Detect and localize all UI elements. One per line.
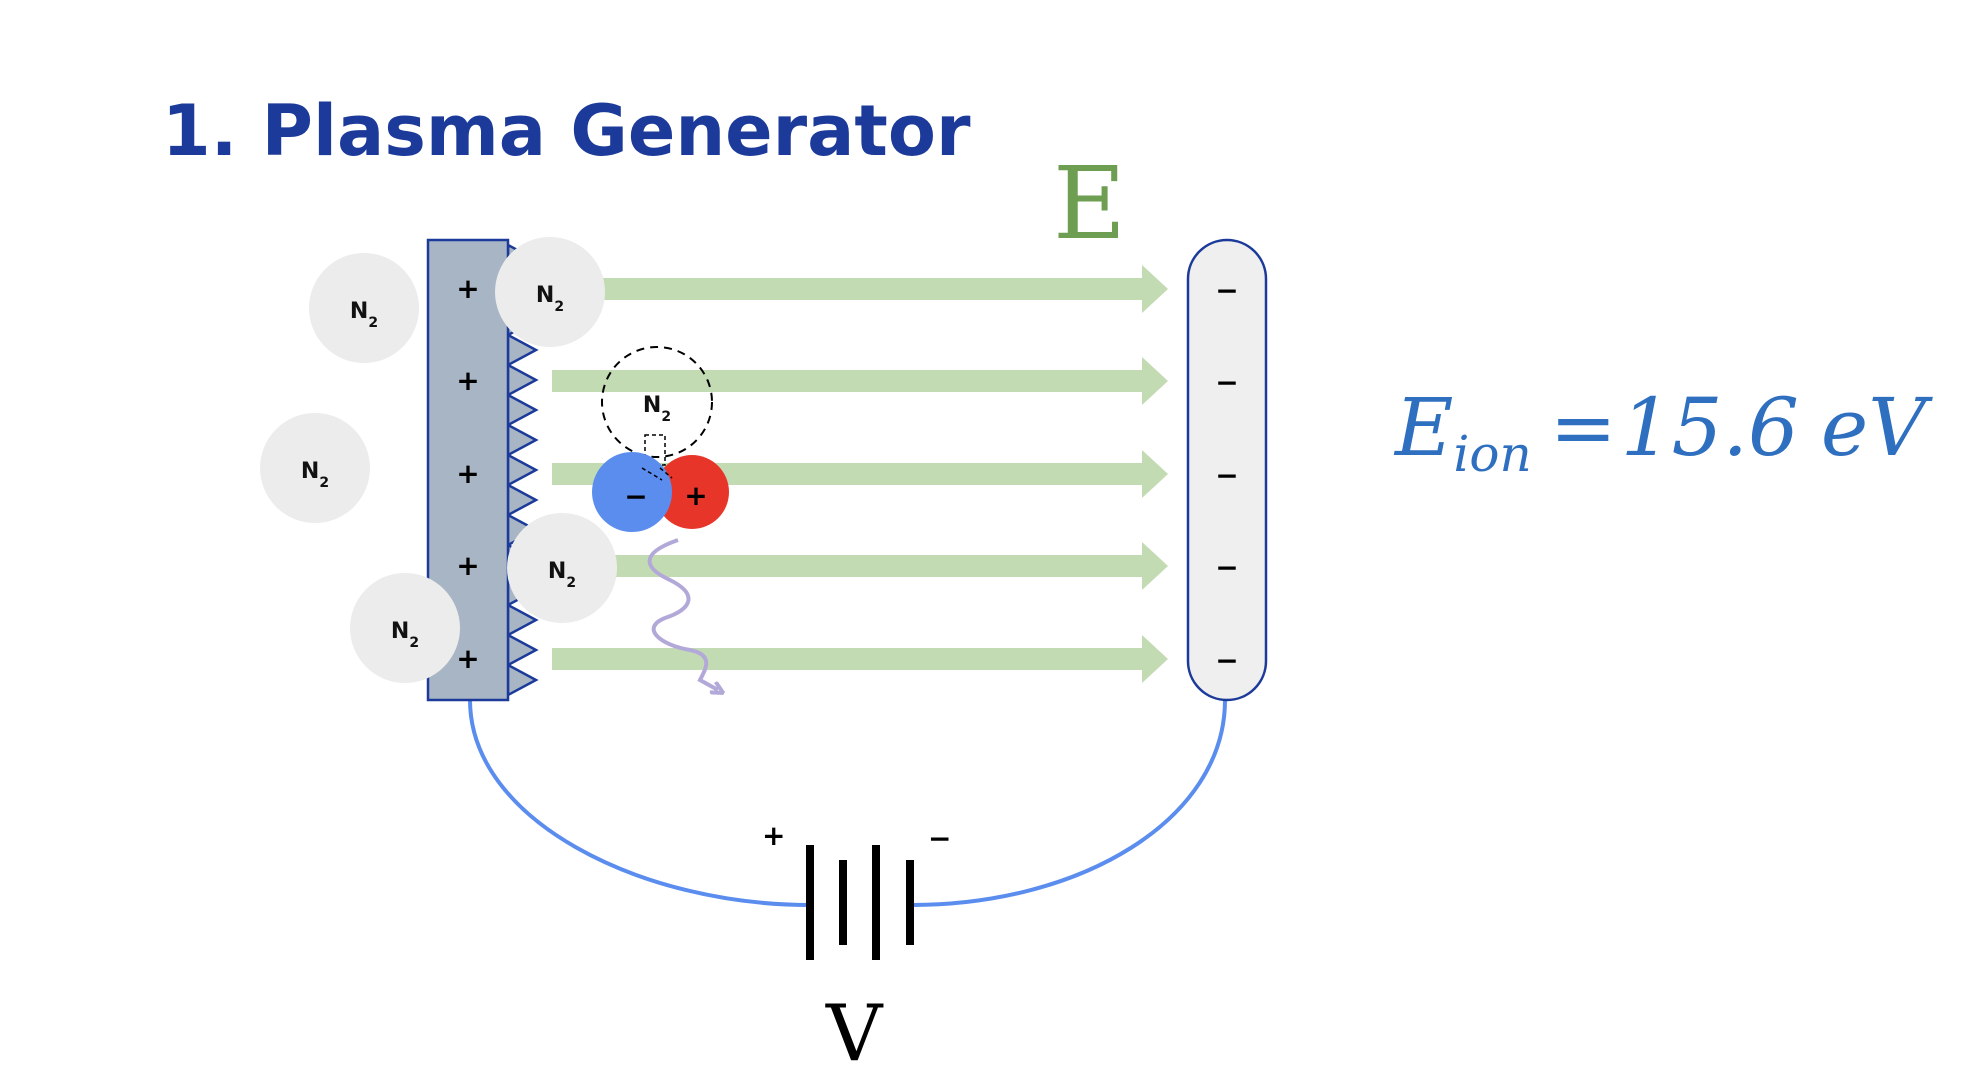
molecule-symbol: N: [391, 619, 409, 644]
anode-sign: +: [456, 272, 479, 305]
svg-text:N2: N2: [350, 299, 378, 331]
n2-molecule: N2: [350, 573, 460, 683]
molecule-subscript: 2: [319, 475, 329, 491]
molecule-symbol: N: [350, 299, 368, 324]
field-arrow: [552, 265, 1168, 313]
positive-ion-sign: +: [684, 479, 707, 512]
n2-molecule: N2: [495, 237, 605, 347]
ionizing-n2-molecule: N2: [601, 346, 713, 466]
anode-sign: +: [456, 642, 479, 675]
molecule-symbol: N: [548, 559, 566, 584]
anode-sign: +: [456, 364, 479, 397]
cathode-sign: −: [1215, 366, 1238, 399]
n2-molecule: N2: [309, 253, 419, 363]
molecule-subscript: 2: [661, 409, 671, 425]
molecule-subscript: 2: [566, 575, 576, 591]
cathode-sign: −: [1215, 459, 1238, 492]
cathode-sign: −: [1215, 274, 1238, 307]
anode-sign: +: [456, 549, 479, 582]
equation-subscript: ion: [1453, 425, 1531, 483]
svg-text:N2: N2: [391, 619, 419, 651]
n2-molecule: N2: [507, 513, 617, 623]
equation-unit: eV: [1821, 381, 1933, 474]
molecule-subscript: 2: [368, 315, 378, 331]
cathode-sign: −: [1215, 644, 1238, 677]
molecule-subscript: 2: [409, 635, 419, 651]
molecule-subscript: 2: [554, 299, 564, 315]
cathode-sign: −: [1215, 551, 1238, 584]
battery-negative-label: −: [928, 822, 951, 855]
molecule-symbol: N: [643, 393, 661, 418]
equation-value: 15.6: [1621, 381, 1799, 474]
equation-equals: =: [1550, 381, 1617, 474]
battery-positive-label: +: [762, 819, 785, 852]
anode-sign: +: [456, 457, 479, 490]
n2-molecule: N2: [260, 413, 370, 523]
svg-text:N2: N2: [643, 393, 671, 425]
page-title: 1. Plasma Generator: [162, 90, 971, 172]
circuit-wire: [468, 699, 1227, 907]
battery: [806, 845, 914, 960]
voltage-label: V: [825, 989, 884, 1079]
field-arrow: [552, 542, 1168, 590]
field-label: E: [1053, 145, 1126, 262]
field-arrow: [552, 635, 1168, 683]
ionization-dash: [641, 467, 673, 481]
molecule-symbol: N: [301, 459, 319, 484]
electron-sign: −: [624, 480, 647, 513]
electron: [592, 452, 672, 532]
cathode-electrode: [1186, 238, 1268, 702]
molecule-symbol: N: [536, 283, 554, 308]
field-arrow: [552, 357, 1168, 405]
ion-pair: [592, 452, 729, 532]
photon-wave: [647, 538, 718, 690]
positive-ion: [655, 455, 729, 529]
svg-text:N2: N2: [536, 283, 564, 315]
svg-text:N2: N2: [548, 559, 576, 591]
equation-symbol: E: [1393, 381, 1453, 474]
svg-text:N2: N2: [301, 459, 329, 491]
